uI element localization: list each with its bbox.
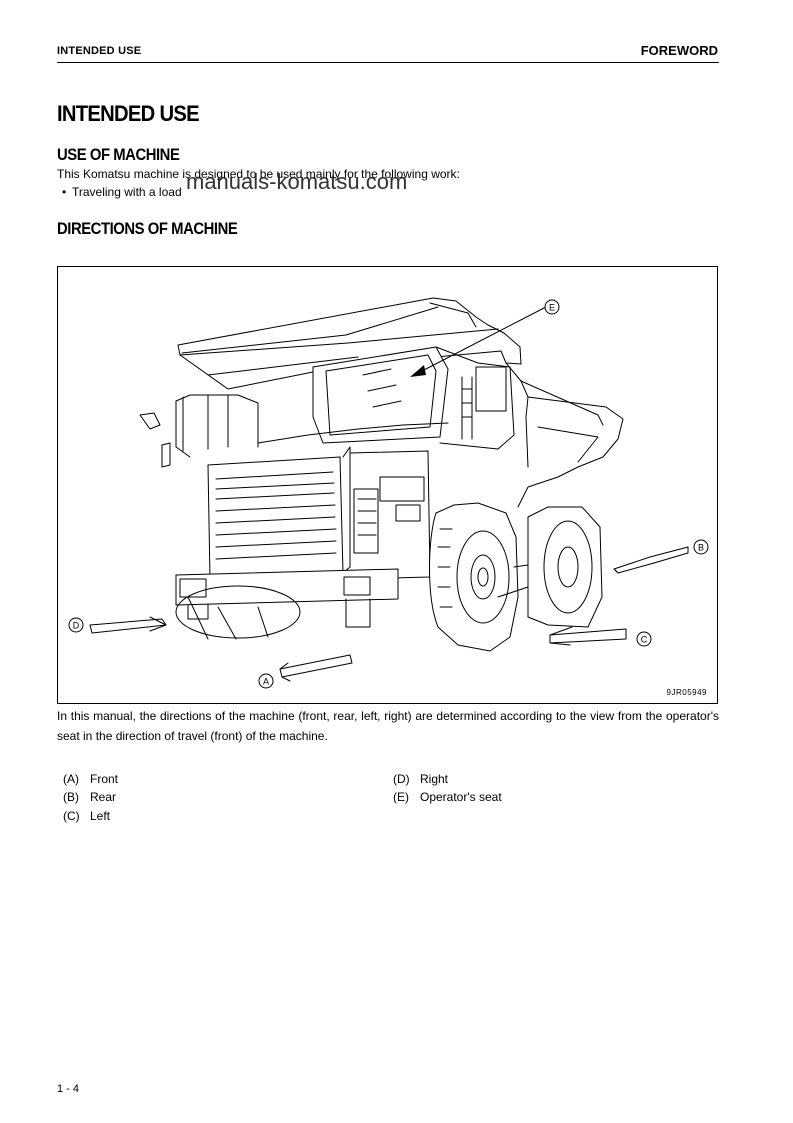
use-of-machine-heading: USE OF MACHINE [57, 146, 180, 164]
callout-label-e: E [549, 303, 555, 313]
legend-text: Left [90, 809, 111, 823]
legend-key: (B) [63, 790, 79, 804]
dump-truck-illustration: E B C D A [68, 297, 709, 689]
legend-key: (A) [63, 772, 79, 786]
legend-item-left: (C) Left [63, 809, 110, 823]
page-title: INTENDED USE [57, 101, 200, 126]
header-chapter-title: FOREWORD [640, 43, 718, 58]
legend-key: (D) [393, 772, 410, 786]
figure-code: 9JR05949 [666, 688, 707, 697]
header-rule [57, 62, 719, 63]
callout-label-d: D [73, 621, 80, 631]
directions-heading: DIRECTIONS OF MACHINE [57, 220, 238, 238]
page-number: 1 - 4 [57, 1083, 80, 1095]
legend-item-right: (D) Right [393, 772, 448, 786]
legend-item-rear: (B) Rear [63, 790, 116, 804]
use-of-machine-text: This Komatsu machine is designed to be u… [57, 167, 460, 181]
legend-key: (C) [63, 809, 80, 823]
legend-item-front: (A) Front [63, 772, 118, 786]
bullet-item: • Traveling with a load [62, 185, 182, 199]
bullet-text: Traveling with a load [72, 185, 182, 199]
legend-key: (E) [393, 790, 409, 804]
legend-text: Right [420, 772, 449, 786]
callout-label-a: A [263, 677, 269, 687]
callout-label-c: C [641, 635, 648, 645]
dump-truck-figure: E B C D A 9JR05949 [57, 266, 718, 704]
legend-text: Front [90, 772, 119, 786]
callout-label-b: B [698, 543, 704, 553]
legend-text: Rear [90, 790, 117, 804]
watermark: manuals-komatsu.com [186, 169, 408, 194]
directions-caption: In this manual, the directions of the ma… [57, 709, 719, 743]
legend-text: Operator's seat [420, 790, 502, 804]
bullet-dot-icon: • [62, 185, 67, 199]
header-section-title: INTENDED USE [57, 45, 142, 57]
legend-item-operators-seat: (E) Operator's seat [393, 790, 502, 804]
